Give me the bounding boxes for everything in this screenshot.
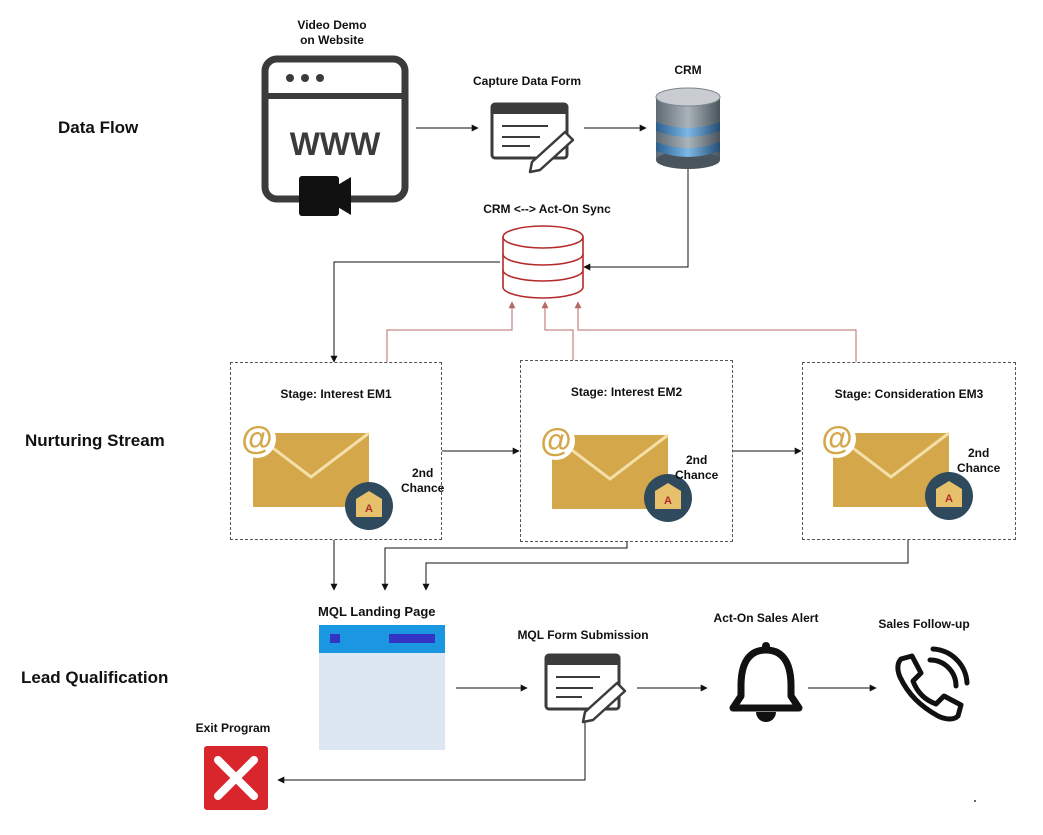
email-at-sign: @: [540, 422, 571, 458]
form-pencil-icon: [544, 653, 627, 724]
sales-alert-label: Act-On Sales Alert: [713, 611, 819, 625]
bell-icon: [729, 642, 803, 722]
chance-text: Chance: [401, 481, 445, 495]
www-text: WWW: [290, 126, 381, 162]
video-demo-line2: on Website: [300, 33, 364, 47]
email-icon: @ A: [238, 420, 393, 530]
connectors: [277, 124, 909, 784]
landing-page-icon: [319, 625, 445, 750]
sync-label: CRM <--> Act-On Sync: [483, 202, 611, 216]
badge-letter: A: [365, 503, 373, 515]
browser-video-icon: WWW: [261, 55, 409, 216]
capture-form-label: Capture Data Form: [472, 74, 582, 88]
second-chance-label: 2nd Chance: [675, 453, 718, 483]
badge-letter: A: [664, 495, 672, 507]
second-chance-label: 2nd Chance: [957, 446, 1000, 476]
crm-label: CRM: [674, 63, 702, 77]
email-at-sign: @: [821, 420, 852, 456]
second-text: 2nd: [686, 453, 708, 467]
section-nurturing-stream: Nurturing Stream: [25, 431, 165, 450]
mql-form-label: MQL Form Submission: [517, 628, 649, 642]
arrow-stage1-to-sync: [386, 301, 516, 362]
arrow-crm-to-sync: [583, 168, 689, 271]
sync-feedback-connectors: [386, 301, 857, 362]
mql-landing-label: MQL Landing Page: [318, 604, 436, 619]
form-pencil-icon: [490, 102, 575, 174]
arrow-stage2-to-sync: [541, 301, 574, 360]
arrow-stage3-to-landing: [422, 540, 909, 591]
stage-consideration-em3: Stage: Consideration EM3 @ A 2nd Chance: [802, 362, 1016, 540]
second-text: 2nd: [968, 446, 990, 460]
stage-title: Stage: Interest EM1: [280, 387, 392, 401]
video-demo-line1: Video Demo: [297, 18, 367, 32]
close-icon: [204, 746, 268, 810]
arrow-stage3-to-sync: [574, 301, 857, 362]
section-data-flow: Data Flow: [58, 118, 139, 137]
video-demo-label: Video Demo on Website: [282, 18, 382, 48]
email-icon: @ A: [818, 420, 973, 520]
second-text: 2nd: [412, 466, 434, 480]
arrow-sync-to-stage1: [330, 261, 500, 363]
badge-letter: A: [945, 493, 953, 505]
stage-interest-em2: Stage: Interest EM2 @ A 2nd Chance: [520, 360, 733, 542]
exit-program-label: Exit Program: [195, 721, 271, 735]
arrow-stage2-to-landing: [381, 540, 628, 591]
sales-followup-label: Sales Follow-up: [878, 617, 970, 631]
section-lead-qualification: Lead Qualification: [21, 668, 169, 687]
stage-title: Stage: Interest EM2: [570, 385, 683, 399]
arrow-form-to-exit: [277, 722, 586, 784]
stray-dot: [974, 800, 976, 802]
second-chance-label: 2nd Chance: [401, 466, 444, 496]
phone-icon: [895, 646, 970, 722]
stage-title: Stage: Consideration EM3: [834, 387, 984, 401]
email-icon: @ A: [537, 422, 692, 522]
stage-interest-em1: Stage: Interest EM1 @ A 2nd Chance: [230, 362, 444, 540]
chance-text: Chance: [675, 468, 719, 482]
database-icon: [655, 87, 721, 169]
chance-text: Chance: [957, 461, 1001, 475]
email-at-sign: @: [241, 420, 272, 456]
sync-database-icon: [502, 225, 584, 299]
